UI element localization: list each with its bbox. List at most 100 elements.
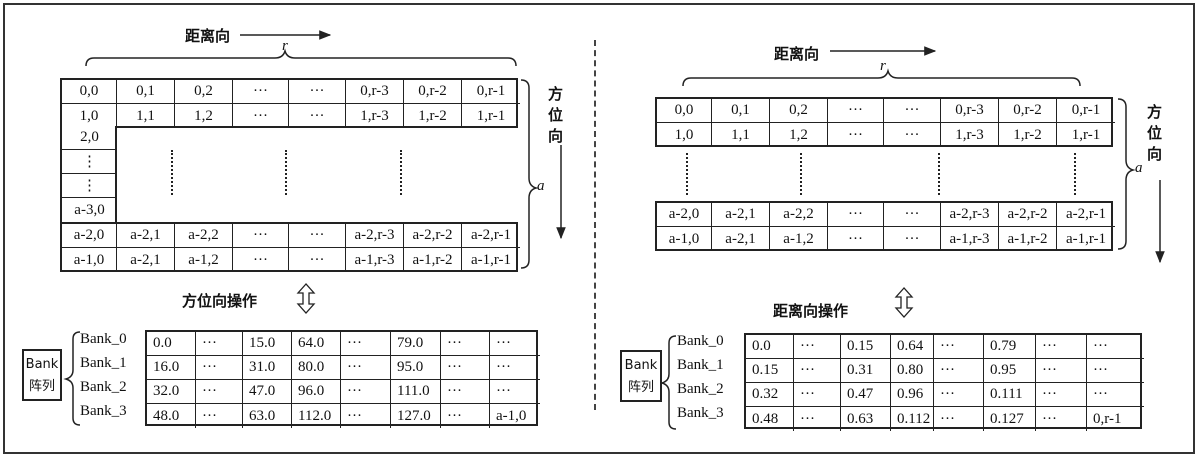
bank-name: Bank_0 [80,331,127,347]
bank-cell: 0.15 [746,359,794,383]
bank-cell: 0.32 [746,383,794,407]
matrix-cell: ··· [289,248,346,272]
right-bank-array-label: Bank 阵列 [620,350,662,402]
matrix-cell: ··· [828,203,884,227]
figure-frame [3,3,1195,454]
matrix-cell: 1,r-3 [346,104,404,128]
bank-cell: ··· [1036,335,1087,359]
bank-cell: 95.0 [391,356,441,380]
right-vertical-dots [800,153,802,195]
bank-array-word: 阵列 [627,380,654,395]
matrix-cell: 1,2 [770,123,828,147]
bank-cell: ··· [341,404,391,428]
matrix-cell: a-1,r-1 [1065,230,1107,247]
matrix-cell: a-2,r-2 [404,224,462,248]
matrix-cell: 0,r-2 [999,99,1057,123]
bank-cell: ··· [1087,335,1144,359]
bank-cell: 80.0 [292,356,341,380]
matrix-cell: a-2,2 [770,203,828,227]
bank-cell: 0,r-1 [1093,410,1122,427]
bank-name: Bank_1 [677,357,724,373]
bank-cell: ··· [934,335,984,359]
left-range-brace [85,48,517,67]
bank-cell: 47.0 [243,380,292,404]
bank-cell: ··· [341,332,391,356]
bank-cell: ··· [441,380,490,404]
right-vertical-dots [938,153,940,195]
matrix-cell: ··· [884,99,941,123]
panel-divider [594,40,596,410]
bank-cell: 63.0 [243,404,292,428]
bank-cell: 0.47 [841,383,891,407]
matrix-cell: 0,r-3 [346,80,404,104]
bank-cell: 0.95 [984,359,1036,383]
bank-cell: 0.48 [746,407,794,431]
matrix-cell: 1,1 [117,104,175,128]
bank-cell: 31.0 [243,356,292,380]
bank-cell: a-1,0 [496,407,527,424]
matrix-cell: 0,r-1 [462,80,520,104]
matrix-cell: 1,0 [62,104,117,128]
bank-cell: ··· [341,356,391,380]
matrix-cell: ··· [289,104,346,128]
matrix-cell: a-1,r-2 [404,248,462,272]
matrix-cell: a-2,r-3 [941,203,999,227]
right-azimuth-label: 方位向 [1147,103,1163,163]
bank-cell: 0.64 [891,335,934,359]
right-vertical-dots [1074,153,1076,195]
left-bank-brace [63,331,81,426]
left-matrix-side-column: 2,0⋮⋮a-3,0 [60,126,117,224]
right-azimuth-brace [1117,98,1136,250]
matrix-cell: ··· [233,104,289,128]
matrix-cell: a-2,1 [712,203,770,227]
matrix-cell: 0,r-3 [941,99,999,123]
bank-array-word: 阵列 [28,379,55,394]
bank-cell: 0.127 [984,407,1036,431]
bank-cell: ··· [196,404,243,428]
bank-cell: 64.0 [292,332,341,356]
right-bank-brace [659,335,677,430]
matrix-cell: a-2,1 [117,248,175,272]
bank-cell: ··· [794,407,841,431]
matrix-cell: 0,r-1 [1057,99,1115,123]
right-range-brace [682,68,1081,87]
bank-array-word: Bank [25,357,59,372]
bank-cell: 0.15 [841,335,891,359]
right-a-label: a [1135,160,1143,176]
matrix-cell: 1,0 [657,123,712,147]
bank-name: Bank_2 [80,379,127,395]
bank-cell: ··· [794,383,841,407]
matrix-cell: 1,r-1 [1071,126,1101,143]
matrix-cell: ··· [233,80,289,104]
matrix-cell: 0,r-2 [404,80,462,104]
matrix-cell: 1,r-3 [941,123,999,147]
left-vertical-dots [285,150,287,195]
matrix-side-cell: a-3,0 [74,201,105,218]
matrix-cell: a-1,2 [770,227,828,251]
matrix-cell: ··· [233,248,289,272]
matrix-side-cell: ⋮ [62,150,117,174]
bank-cell: 32.0 [147,380,196,404]
bank-cell: ··· [794,335,841,359]
bank-cell: ··· [1036,407,1087,431]
bank-cell: ··· [934,407,984,431]
matrix-cell: ··· [828,99,884,123]
left-range-label: 距离向 [185,27,231,45]
matrix-cell: a-2,1 [117,224,175,248]
matrix-cell: 1,r-1 [476,107,506,124]
matrix-cell: ··· [828,227,884,251]
matrix-cell: 0,0 [62,80,117,104]
right-double-arrow-icon [894,287,914,318]
bank-name: Bank_3 [80,403,127,419]
bank-cell: 0.0 [147,332,196,356]
bank-cell: 15.0 [243,332,292,356]
bank-cell: ··· [441,356,490,380]
bank-cell: ··· [441,332,490,356]
bank-cell: 0.79 [984,335,1036,359]
matrix-cell: ··· [884,123,941,147]
